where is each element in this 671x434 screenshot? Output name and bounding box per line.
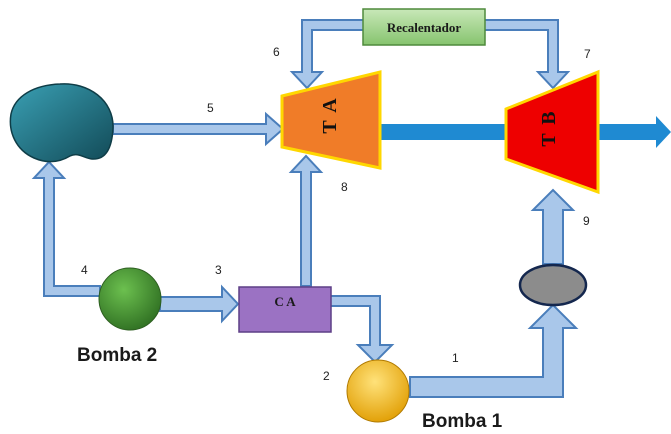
state-point-9: 9 bbox=[583, 214, 590, 228]
lp-turbine-label: T B bbox=[538, 109, 560, 146]
state-point-6: 6 bbox=[273, 45, 280, 59]
state-point-5: 5 bbox=[207, 101, 214, 115]
state-point-4: 4 bbox=[81, 263, 88, 277]
pipe-1-pump1-to-unit bbox=[409, 303, 579, 398]
shaft bbox=[380, 116, 671, 148]
heater: C A bbox=[238, 286, 332, 333]
pump-1-label: Bomba 1 bbox=[422, 411, 503, 432]
shaft-output bbox=[598, 124, 658, 140]
state-point-8: 8 bbox=[341, 180, 348, 194]
shaft-hp-lp bbox=[380, 124, 506, 140]
reheater-label: Recalentador bbox=[387, 20, 462, 35]
condensate-unit-shape bbox=[518, 263, 588, 307]
pipe-8-heater-to-hp bbox=[288, 154, 324, 287]
state-point-7: 7 bbox=[584, 47, 591, 61]
pump-2-shape bbox=[98, 267, 162, 331]
hp-turbine: T A bbox=[280, 70, 382, 170]
state-point-3: 3 bbox=[215, 263, 222, 277]
shaft-output-arrowhead bbox=[656, 116, 671, 148]
lp-turbine: T B bbox=[504, 69, 600, 195]
pipe-4-pump2-to-boiler bbox=[31, 160, 101, 297]
hp-turbine-label: T A bbox=[319, 96, 341, 133]
state-point-1: 1 bbox=[452, 351, 459, 365]
state-point-labels: 1 2 3 4 5 6 7 8 9 bbox=[81, 45, 591, 383]
pump-2-label: Bomba 2 bbox=[77, 345, 157, 366]
state-point-2: 2 bbox=[323, 369, 330, 383]
pipe-9-unit-to-lp bbox=[530, 188, 576, 265]
pipe-5-boiler-to-hp bbox=[112, 111, 285, 147]
heater-label: C A bbox=[274, 294, 296, 309]
pump-1-shape bbox=[346, 359, 410, 423]
pipe-6-7-reheat-loop bbox=[289, 19, 571, 90]
pipe-3-pump2-to-heater bbox=[159, 284, 240, 324]
reheater: Recalentador bbox=[362, 8, 486, 46]
pipe-2-heater-to-pump1 bbox=[329, 295, 395, 364]
boiler-shape bbox=[9, 83, 114, 163]
pipes bbox=[31, 19, 579, 398]
